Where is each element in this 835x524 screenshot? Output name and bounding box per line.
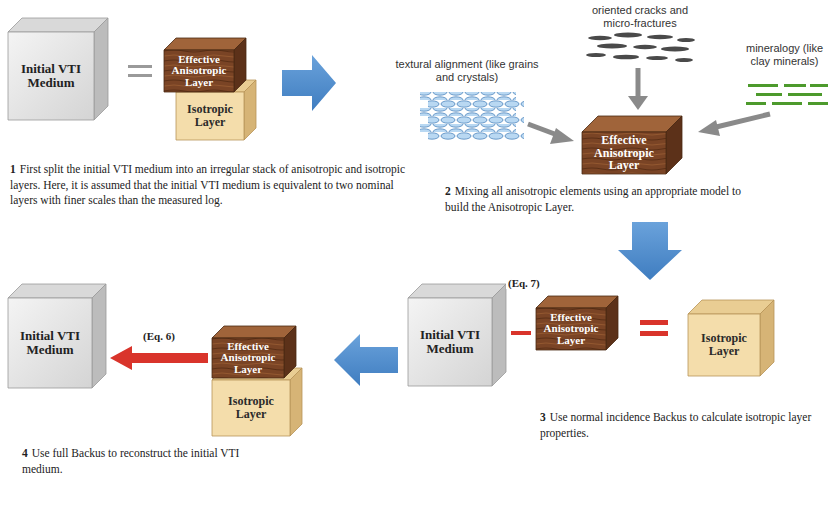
element-label: textural alignment (like grains and crys…	[392, 58, 542, 84]
layer-name: Effective Anisotropic Layer	[536, 312, 606, 347]
step-number: 3	[540, 411, 546, 423]
cube-face: Isotropic Layer	[176, 92, 244, 140]
layer-name: Isotropic Layer	[688, 332, 760, 357]
cube-face: Effective Anisotropic Layer	[582, 132, 666, 174]
layer-cube: Effective Anisotropic Layer	[582, 116, 682, 174]
layer-name: Initial VTI Medium	[408, 328, 492, 355]
cube-face: Isotropic Layer	[688, 314, 760, 376]
step-caption: 1First split the initial VTI medium into…	[10, 162, 420, 209]
step-text: First split the initial VTI medium into …	[10, 163, 405, 206]
red-arrow	[110, 346, 208, 370]
step-number: 4	[22, 447, 28, 459]
step-text: Use normal incidence Backus to calculate…	[540, 411, 811, 439]
cube-face: Initial VTI Medium	[408, 298, 492, 386]
layer-cube: Effective Anisotropic Layer	[164, 38, 246, 92]
layer-name: Effective Anisotropic Layer	[164, 54, 234, 89]
layer-cube: Initial VTI Medium	[8, 18, 108, 120]
layer-name: Initial VTI Medium	[8, 329, 92, 356]
layer-cube: Initial VTI Medium	[408, 284, 506, 386]
element-label: mineralogy (like clay minerals)	[738, 42, 831, 68]
step-number: 2	[445, 185, 451, 197]
layer-cube: Initial VTI Medium	[8, 284, 106, 388]
layer-name: Effective Anisotropic Layer	[212, 341, 284, 376]
cube-face: Isotropic Layer	[212, 380, 290, 436]
step-text: Use full Backus to reconstruct the initi…	[22, 447, 239, 475]
cube-face: Effective Anisotropic Layer	[212, 338, 284, 378]
layer-name: Isotropic Layer	[212, 395, 290, 420]
step-number: 1	[10, 163, 16, 175]
layer-name: Initial VTI Medium	[8, 62, 94, 89]
layer-cube: Isotropic Layer	[688, 300, 774, 376]
cube-face: Initial VTI Medium	[8, 298, 92, 388]
step-caption: 3Use normal incidence Backus to calculat…	[540, 410, 815, 441]
step-text: Mixing all anisotropic elements using an…	[445, 185, 741, 213]
layer-name: Isotropic Layer	[176, 103, 244, 128]
layer-cube: Effective Anisotropic Layer	[212, 326, 296, 378]
cube-face: Effective Anisotropic Layer	[536, 308, 606, 350]
element-label: oriented cracks and micro-fractures	[588, 4, 692, 30]
cube-face: Effective Anisotropic Layer	[164, 50, 234, 92]
cube-face: Initial VTI Medium	[8, 32, 94, 120]
equation-label: (Eq. 7)	[506, 277, 542, 289]
layer-name: Effective Anisotropic Layer	[582, 134, 666, 172]
step-caption: 2Mixing all anisotropic elements using a…	[445, 184, 765, 215]
step-caption: 4Use full Backus to reconstruct the init…	[22, 446, 252, 477]
layer-cube: Effective Anisotropic Layer	[536, 296, 618, 350]
equation-label: (Eq. 6)	[141, 330, 177, 342]
